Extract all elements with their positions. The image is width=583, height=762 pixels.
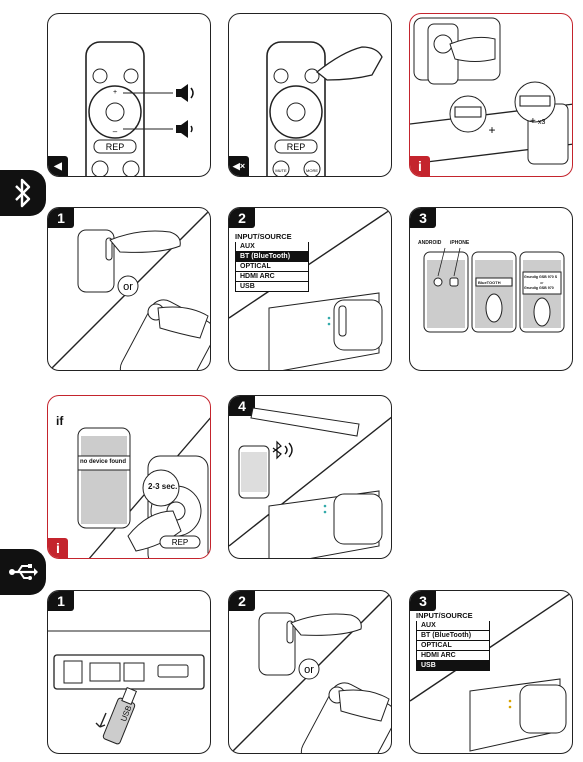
step-number: 4 bbox=[229, 396, 255, 416]
panel-usb-step3: 3 INPUT/SOURCE AUX BT (BlueTooth) OPTICA… bbox=[409, 590, 573, 754]
panel-usb-step2: 2 or bbox=[228, 590, 392, 754]
phone-pairing-illustration bbox=[423, 247, 565, 333]
usb-section-tab bbox=[0, 549, 46, 595]
remote-volume-illustration: + – REP bbox=[85, 41, 194, 176]
no-device-label: no device found bbox=[80, 459, 127, 465]
soundbar-illustration bbox=[229, 208, 391, 370]
step-number: 3 bbox=[410, 208, 436, 228]
svg-text:+: + bbox=[113, 89, 117, 96]
svg-text:+: + bbox=[488, 123, 495, 137]
step-number: 2 bbox=[229, 208, 255, 228]
panel-info-nodevice: if REP no device found 2-3 sec. i bbox=[47, 395, 211, 559]
iphone-label: iPHONE bbox=[450, 240, 470, 246]
svg-text:x3: x3 bbox=[538, 119, 546, 126]
menu-item-optical: OPTICAL bbox=[416, 641, 490, 651]
speaker-icon: ◀ bbox=[48, 156, 68, 176]
panel-volume: + – REP ◀ bbox=[47, 13, 211, 177]
if-label: if bbox=[56, 414, 64, 428]
menu-item-usb: USB bbox=[416, 661, 490, 671]
bluetooth-icon bbox=[15, 178, 31, 208]
menu-item-hdmi: HDMI ARC bbox=[416, 651, 490, 661]
svg-text:–: – bbox=[113, 127, 118, 136]
bluetooth-signal-icon bbox=[272, 440, 293, 460]
volume-up-icon bbox=[176, 84, 194, 102]
panel-info-factory: + + x3 i bbox=[409, 13, 573, 177]
usb-insert-illustration bbox=[48, 630, 210, 745]
pair-option-2: Grundig GSB 970 bbox=[524, 286, 554, 290]
svg-text:or: or bbox=[304, 664, 314, 676]
panel-bt-step2: 2 INPUT/SOURCE AUX BT (BlueTooth) OPTICA… bbox=[228, 207, 392, 371]
pair-or: or bbox=[540, 280, 544, 285]
step-number: 2 bbox=[229, 591, 255, 611]
step-number: 3 bbox=[410, 591, 436, 611]
pairing-success-illustration bbox=[229, 407, 391, 558]
svg-text:REP: REP bbox=[287, 142, 306, 152]
menu-item-bt: BT (BlueTooth) bbox=[416, 631, 490, 641]
hold-duration-label: 2-3 sec. bbox=[148, 482, 178, 491]
bluetooth-section-tab bbox=[0, 170, 46, 216]
step-number: 1 bbox=[48, 208, 74, 228]
panel-usb-step1: 1 USB bbox=[47, 590, 211, 754]
menu-item-bt: BT (BlueTooth) bbox=[235, 252, 309, 262]
usb-soundbar-illustration bbox=[410, 591, 572, 752]
remote-mute-illustration: REP MUTE MORE bbox=[266, 41, 383, 176]
panel-mute: REP MUTE MORE ◀× bbox=[228, 13, 392, 177]
usb-icon bbox=[9, 564, 38, 580]
volume-down-icon bbox=[176, 120, 193, 138]
press-source-illustration: or bbox=[49, 209, 210, 370]
source-menu: INPUT/SOURCE AUX BT (BlueTooth) OPTICAL … bbox=[416, 611, 490, 671]
menu-item-hdmi: HDMI ARC bbox=[235, 272, 309, 282]
info-marker: i bbox=[410, 156, 430, 176]
panel-bt-step3: 3 ANDROID iPHONE BlueTOOTH Grundig GSB 9… bbox=[409, 207, 573, 371]
menu-title: INPUT/SOURCE bbox=[235, 232, 292, 241]
panel-bt-step4: 4 bbox=[228, 395, 392, 559]
info-marker: i bbox=[48, 538, 68, 558]
no-device-illustration: REP bbox=[77, 417, 210, 558]
mute-icon: ◀× bbox=[229, 156, 249, 176]
svg-text:MUTE: MUTE bbox=[275, 168, 287, 173]
svg-text:MORE: MORE bbox=[306, 168, 318, 173]
svg-text:or: or bbox=[123, 281, 133, 293]
menu-item-aux: AUX bbox=[416, 621, 490, 631]
menu-item-usb: USB bbox=[235, 282, 309, 292]
pair-option-1: Grundig GSB 970 S bbox=[524, 275, 558, 279]
svg-text:REP: REP bbox=[172, 538, 188, 547]
panel-bt-step1: 1 or bbox=[47, 207, 211, 371]
svg-text:+: + bbox=[530, 116, 536, 127]
menu-title: INPUT/SOURCE bbox=[416, 611, 473, 620]
step-number: 1 bbox=[48, 591, 74, 611]
device-label: BlueTOOTH bbox=[478, 280, 501, 285]
svg-text:REP: REP bbox=[106, 142, 125, 152]
android-label: ANDROID bbox=[418, 240, 442, 246]
menu-item-aux: AUX bbox=[235, 242, 309, 252]
factory-reset-illustration: + + x3 bbox=[410, 17, 572, 165]
usb-press-source-illustration: or bbox=[230, 592, 391, 753]
source-menu: INPUT/SOURCE AUX BT (BlueTooth) OPTICAL … bbox=[235, 232, 309, 292]
menu-item-optical: OPTICAL bbox=[235, 262, 309, 272]
